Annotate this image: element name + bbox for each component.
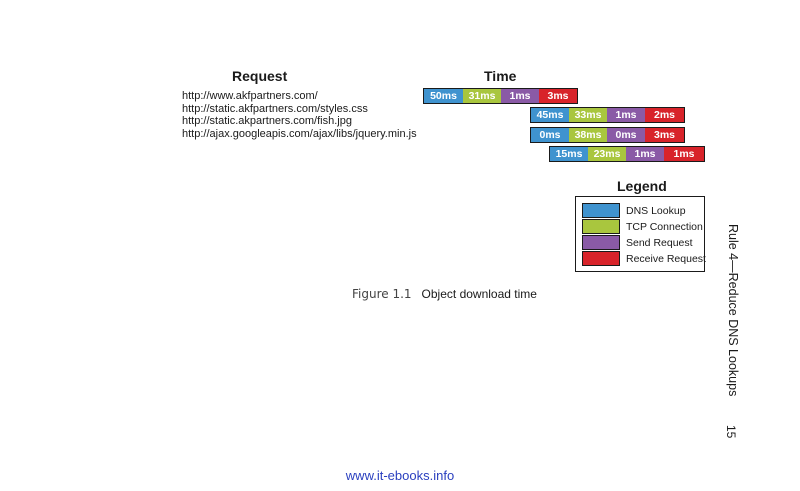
legend-label: Send Request bbox=[626, 236, 693, 249]
legend-item-dns: DNS Lookup bbox=[582, 203, 686, 218]
segment-dns: 50ms bbox=[424, 89, 463, 103]
request-url: http://static.akfpartners.com/styles.css bbox=[182, 102, 368, 115]
time-column-header: Time bbox=[484, 68, 517, 84]
footer-link[interactable]: www.it-ebooks.info bbox=[345, 468, 455, 483]
figure-caption-text: Object download time bbox=[421, 287, 537, 301]
legend-label: DNS Lookup bbox=[626, 204, 686, 217]
legend-swatch-receive bbox=[582, 251, 620, 266]
segment-send: 1ms bbox=[607, 108, 645, 122]
legend-item-send: Send Request bbox=[582, 235, 693, 250]
segment-tcp: 33ms bbox=[569, 108, 607, 122]
segment-receive: 2ms bbox=[645, 108, 684, 122]
segment-dns: 45ms bbox=[531, 108, 569, 122]
legend: DNS Lookup TCP Connection Send Request R… bbox=[575, 196, 706, 272]
legend-label: Receive Request bbox=[626, 252, 706, 265]
segment-receive: 3ms bbox=[539, 89, 577, 103]
legend-swatch-dns bbox=[582, 203, 620, 218]
page-number: 15 bbox=[724, 425, 738, 439]
legend-item-receive: Receive Request bbox=[582, 251, 706, 266]
timeline-row-3: 0ms 38ms 0ms 3ms bbox=[530, 127, 685, 143]
segment-send: 1ms bbox=[626, 147, 664, 161]
legend-swatch-send bbox=[582, 235, 620, 250]
request-url: http://static.akpartners.com/fish.jpg bbox=[182, 115, 352, 127]
footer: www.it-ebooks.info bbox=[0, 468, 800, 483]
segment-tcp: 23ms bbox=[588, 147, 626, 161]
legend-item-tcp: TCP Connection bbox=[582, 219, 703, 234]
legend-swatch-tcp bbox=[582, 219, 620, 234]
request-url: http://ajax.googleapis.com/ajax/libs/jqu… bbox=[182, 127, 417, 140]
segment-send: 1ms bbox=[501, 89, 539, 103]
figure-caption: Figure 1.1 Object download time bbox=[352, 287, 537, 301]
segment-tcp: 31ms bbox=[463, 89, 501, 103]
timeline-row-2: 45ms 33ms 1ms 2ms bbox=[530, 107, 685, 123]
timeline-row-4: 15ms 23ms 1ms 1ms bbox=[549, 146, 705, 162]
segment-tcp: 38ms bbox=[569, 128, 607, 142]
timeline-row-1: 50ms 31ms 1ms 3ms bbox=[423, 88, 578, 104]
request-url-list: http://www.akfpartners.com/ http://stati… bbox=[182, 90, 417, 140]
legend-label: TCP Connection bbox=[626, 220, 703, 233]
segment-dns: 15ms bbox=[550, 147, 588, 161]
segment-send: 0ms bbox=[607, 128, 645, 142]
segment-receive: 1ms bbox=[664, 147, 704, 161]
figure-number: Figure 1.1 bbox=[352, 287, 412, 301]
request-column-header: Request bbox=[232, 68, 288, 84]
running-head: Rule 4—Reduce DNS Lookups bbox=[726, 224, 740, 397]
legend-title: Legend bbox=[617, 178, 667, 194]
segment-receive: 3ms bbox=[645, 128, 684, 142]
request-url: http://www.akfpartners.com/ bbox=[182, 90, 318, 102]
segment-dns: 0ms bbox=[531, 128, 569, 142]
